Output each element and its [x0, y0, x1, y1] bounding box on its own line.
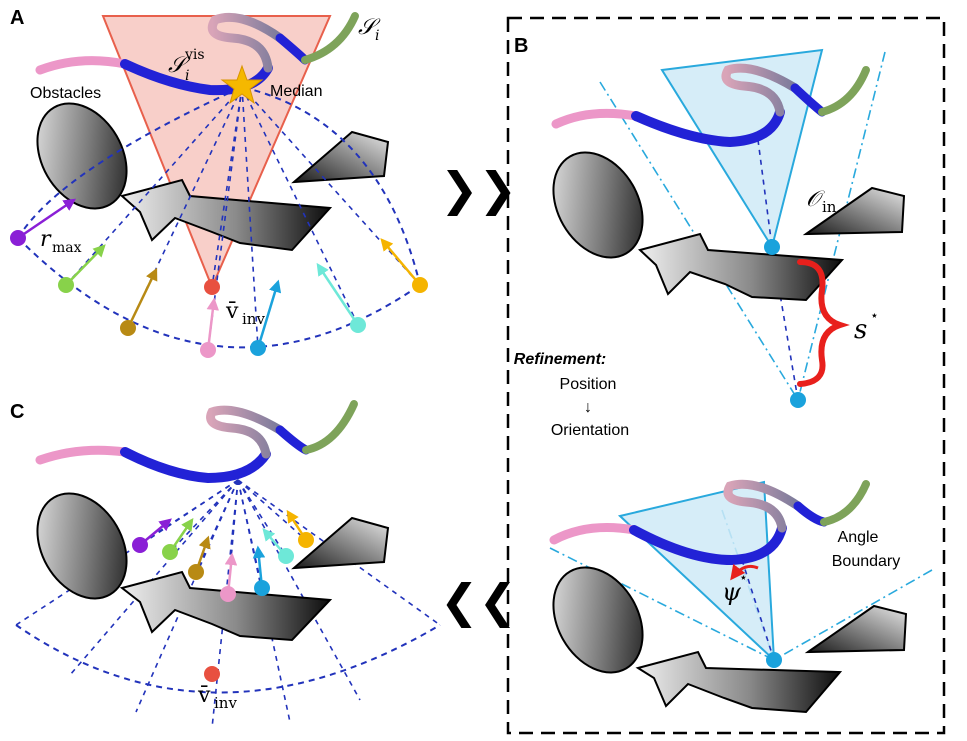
svg-text:v̄: v̄	[225, 299, 239, 324]
median-star-icon	[220, 64, 264, 105]
svg-text:max: max	[52, 240, 82, 256]
path-hidden	[723, 479, 803, 533]
rotation-arrow-icon	[730, 563, 759, 581]
refinement-position: Position	[560, 376, 617, 393]
obstacles-label: Obstacles	[30, 85, 101, 102]
polygon-obstacle	[119, 570, 333, 642]
panel-c-label: C	[10, 401, 24, 423]
path-visible	[120, 447, 271, 484]
svg-text:v̄: v̄	[197, 683, 211, 708]
s-star-label: s ⋆	[854, 308, 879, 345]
path-blue-tail	[793, 501, 829, 527]
svg-text:i: i	[375, 28, 379, 44]
ellipse-obstacle	[18, 476, 146, 616]
panel-c: C	[10, 400, 441, 729]
initial-point	[790, 392, 806, 408]
svg-text:vis: vis	[184, 47, 205, 63]
psi-star-label: ψ ⋆	[722, 570, 748, 606]
rays-top	[757, 139, 799, 401]
path-pink	[35, 445, 130, 465]
refined-candidate-points	[132, 509, 314, 682]
polygon-obstacle	[635, 650, 843, 714]
quad-obstacle	[291, 516, 390, 570]
refinement-orientation: Orientation	[551, 422, 629, 439]
polygon-obstacle	[119, 178, 333, 252]
v-inv-label-a: v̄ inv	[225, 299, 265, 328]
svg-text:ψ: ψ	[722, 578, 742, 606]
optimized-point	[764, 239, 780, 255]
refined-point	[766, 652, 782, 668]
path-pink	[551, 108, 641, 129]
svg-text:i: i	[185, 68, 189, 84]
panel-a-label: A	[10, 7, 24, 29]
quad-obstacle	[802, 186, 906, 236]
path-green	[818, 66, 870, 116]
fov-triangle-blue-top	[660, 48, 824, 250]
svg-text:inv: inv	[214, 694, 237, 712]
s-vis-label: 𝒮 i vis	[168, 47, 205, 84]
candidate-points	[10, 198, 428, 358]
path-hidden	[207, 12, 285, 73]
angle-label: Angle	[838, 529, 879, 546]
forward-arrow-icon: ❯❯	[440, 162, 517, 217]
quad-obstacle	[804, 604, 908, 654]
median-label: Median	[270, 83, 322, 100]
fov-triangle-blue-bottom	[617, 480, 776, 663]
path-green	[820, 480, 870, 526]
path-pink	[35, 56, 130, 75]
svg-text:inv: inv	[242, 310, 265, 328]
refinement-title: Refinement:	[514, 351, 606, 368]
path-green	[302, 400, 358, 454]
panel-a: A	[10, 7, 428, 358]
path-blue-tail	[275, 425, 311, 455]
svg-text:in: in	[822, 198, 837, 216]
boundary-label: Boundary	[832, 553, 901, 570]
ellipse-obstacle	[18, 86, 146, 226]
panel-b: B 𝒪 in s ⋆ Refinement:	[514, 35, 933, 714]
svg-text:⋆: ⋆	[739, 570, 748, 586]
svg-text:r: r	[40, 227, 52, 252]
o-in-label: 𝒪 in	[806, 187, 837, 216]
s-i-label: 𝒮 i	[358, 15, 381, 44]
shift-brace	[797, 259, 850, 387]
svg-text:s: s	[854, 315, 867, 345]
panel-b-frame	[506, 16, 946, 735]
path-green	[301, 12, 359, 64]
fan-arc	[15, 624, 441, 694]
refinement-arrow: ↓	[584, 399, 592, 416]
path-hidden	[206, 405, 285, 459]
quad-obstacle	[291, 130, 390, 184]
rays-bottom	[741, 559, 775, 661]
path-pink	[549, 523, 639, 545]
svg-text:⋆: ⋆	[870, 308, 879, 324]
path-visible	[631, 107, 785, 148]
polygon-obstacle	[638, 232, 845, 302]
panel-b-label: B	[514, 35, 528, 57]
back-arrow-icon: ❮❮	[440, 574, 517, 629]
path-visible	[629, 523, 787, 566]
r-max-label: r max	[40, 227, 82, 256]
path-hidden	[721, 63, 800, 117]
v-inv-label-c: v̄ inv	[197, 683, 237, 712]
